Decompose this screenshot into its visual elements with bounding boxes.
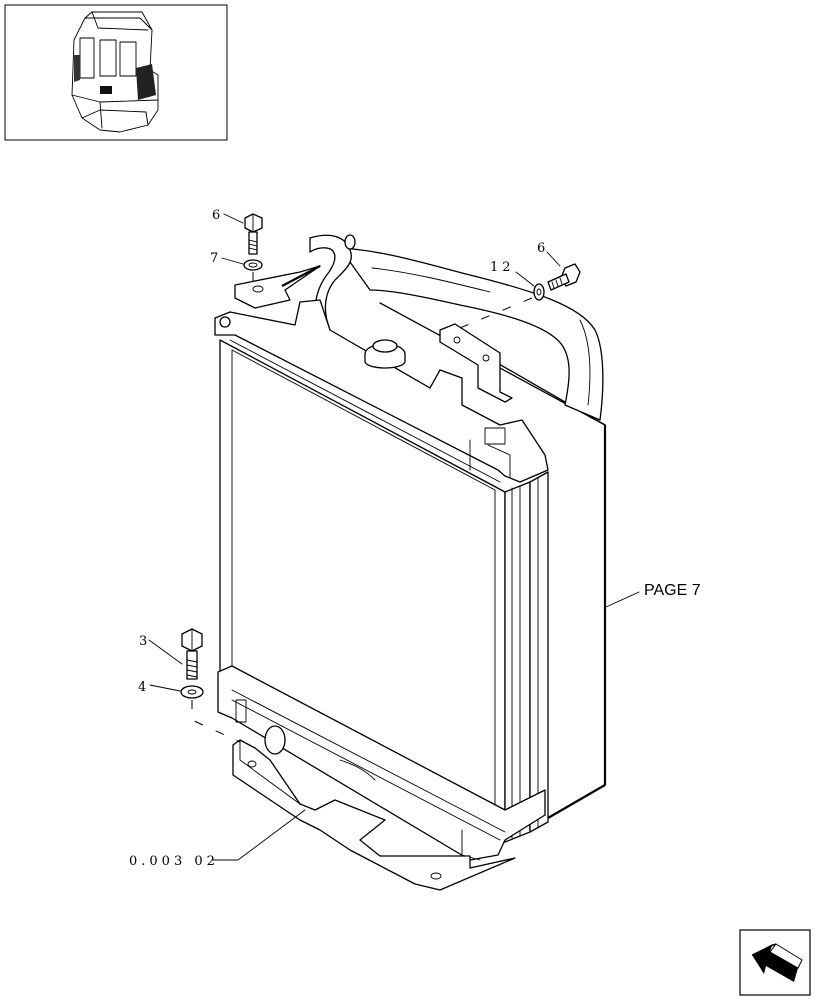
callout-washer-top-right[interactable]: 12 — [490, 260, 515, 275]
page-reference-label[interactable]: PAGE 7 — [644, 582, 701, 599]
callout-washer-top-left[interactable]: 7 — [210, 251, 222, 266]
upper-hose — [339, 247, 604, 421]
radiator-core — [214, 299, 549, 861]
machine-thumbnail-icon — [71, 11, 159, 133]
thumbnail-inset[interactable] — [4, 4, 228, 141]
bottom-mounting-plate — [232, 739, 516, 891]
washer-top-right[interactable] — [533, 283, 545, 301]
filler-cap — [364, 339, 406, 369]
callout-reference[interactable]: 0.003 02 — [129, 854, 219, 869]
bolt-bottom[interactable] — [181, 628, 203, 680]
washer-bottom[interactable] — [180, 685, 204, 699]
bolt-top-right[interactable] — [547, 263, 581, 291]
leader-lines — [148, 213, 640, 861]
callout-bolt-top-left[interactable]: 6 — [212, 208, 224, 223]
top-right-bracket — [439, 323, 513, 403]
callout-bolt-bottom[interactable]: 3 — [139, 634, 151, 649]
bolt-top-left[interactable] — [244, 213, 263, 255]
callout-washer-bottom[interactable]: 4 — [138, 680, 150, 695]
navigation-arrow-icon[interactable] — [739, 929, 811, 996]
callout-bolt-top-right[interactable]: 6 — [537, 241, 549, 256]
washer-top-left[interactable] — [243, 259, 263, 271]
assembly-dash-lines — [191, 272, 533, 743]
top-left-bracket — [234, 265, 321, 309]
